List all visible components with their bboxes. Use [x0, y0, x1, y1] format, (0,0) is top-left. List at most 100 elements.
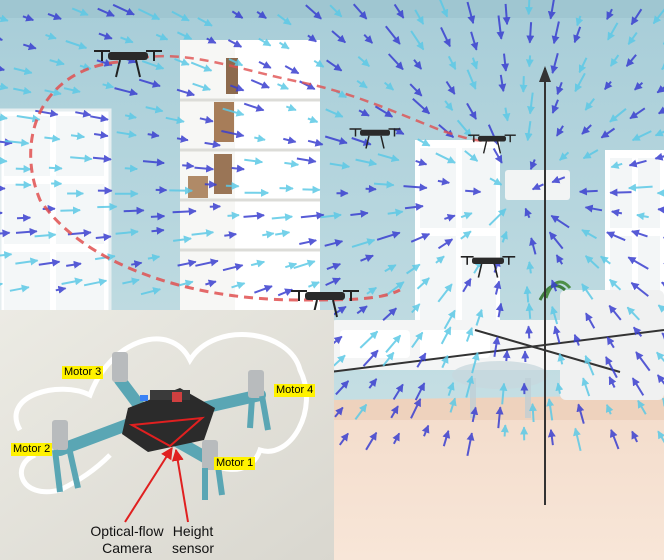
- vector-arrow: [278, 41, 290, 50]
- vector-arrow: [636, 212, 649, 221]
- vector-arrow: [176, 134, 189, 143]
- board-outline-annotation: [128, 416, 206, 448]
- vector-arrow: [410, 233, 431, 243]
- vector-arrow: [98, 32, 113, 40]
- vector-arrow: [609, 54, 620, 67]
- vector-arrow: [368, 378, 378, 389]
- coffee-table: [452, 361, 548, 418]
- vector-arrow: [258, 61, 272, 69]
- vector-arrow: [48, 164, 63, 173]
- vector-arrow: [525, 302, 534, 319]
- vector-arrow: [329, 4, 343, 18]
- vector-arrow: [283, 136, 297, 145]
- vector-arrow: [120, 35, 134, 44]
- vector-arrow: [0, 156, 8, 165]
- vector-arrow: [470, 31, 479, 51]
- vector-arrow: [435, 152, 456, 164]
- vector-arrow: [374, 105, 394, 118]
- vector-arrow: [631, 229, 648, 238]
- vector-arrow: [275, 229, 291, 238]
- vector-arrow: [204, 140, 221, 149]
- vector-arrow: [123, 206, 145, 215]
- vector-arrow: [299, 237, 317, 246]
- vector-arrow: [71, 7, 89, 16]
- vector-arrow: [466, 1, 476, 24]
- vector-arrow: [151, 226, 165, 235]
- vector-arrow: [632, 326, 643, 337]
- vector-arrow: [392, 383, 404, 401]
- vector-arrow: [115, 228, 139, 237]
- vector-arrow: [359, 330, 379, 349]
- vector-arrow: [403, 183, 428, 192]
- vector-arrow: [277, 82, 289, 90]
- vector-arrow: [190, 61, 213, 72]
- vector-arrow: [495, 302, 504, 318]
- vector-arrow: [604, 80, 613, 91]
- vector-arrow: [92, 154, 112, 163]
- vector-arrow: [627, 256, 649, 270]
- vector-arrow: [0, 209, 3, 218]
- vector-arrow: [334, 406, 344, 418]
- vector-arrow: [55, 285, 67, 294]
- vector-arrow: [393, 3, 405, 19]
- vector-arrow: [243, 102, 265, 112]
- vector-arrow: [384, 264, 397, 273]
- height-sensor-caption: Height sensor: [156, 523, 230, 557]
- vector-arrow: [122, 277, 140, 286]
- flight-controller-board: [122, 388, 215, 452]
- vector-arrow: [277, 13, 292, 26]
- vector-arrow: [222, 107, 245, 117]
- vector-arrow: [475, 308, 484, 326]
- vector-arrow: [13, 67, 33, 76]
- vector-arrow: [357, 56, 370, 67]
- vector-arrow: [271, 213, 293, 222]
- motor-2-label: Motor 2: [11, 443, 53, 456]
- vector-arrow: [413, 59, 423, 70]
- vector-arrow: [551, 99, 560, 114]
- vector-arrow: [0, 82, 9, 91]
- vector-arrow: [414, 9, 425, 25]
- vector-arrow: [385, 25, 401, 45]
- vector-arrow: [631, 430, 639, 443]
- vector-arrow: [629, 107, 646, 120]
- vector-arrow: [15, 257, 39, 266]
- vector-arrow: [67, 229, 92, 238]
- vector-arrow: [657, 430, 664, 444]
- vector-field: [0, 0, 664, 456]
- vector-arrow: [498, 74, 507, 92]
- vector-arrow: [527, 92, 535, 115]
- vector-arrow: [231, 164, 245, 173]
- vector-arrow: [611, 208, 623, 217]
- vector-arrow: [124, 112, 137, 121]
- air-conditioner: [505, 170, 570, 200]
- vector-arrow: [492, 148, 503, 164]
- vector-arrow: [22, 13, 35, 22]
- vector-arrow: [293, 259, 316, 270]
- vector-arrow: [652, 8, 664, 25]
- vector-arrow: [356, 79, 368, 89]
- vector-arrow: [254, 284, 273, 294]
- flight-trajectory: [29, 60, 401, 302]
- vector-arrow: [362, 349, 379, 367]
- vector-arrow: [15, 227, 38, 236]
- camera-pointer: [124, 446, 173, 523]
- vector-arrow: [61, 277, 83, 286]
- vector-arrow: [0, 64, 5, 73]
- caption-line: Optical-flow: [90, 523, 164, 539]
- vector-arrow: [460, 211, 473, 220]
- vector-arrow: [502, 3, 511, 26]
- vector-arrow: [9, 284, 30, 293]
- vector-arrow: [495, 406, 504, 429]
- vector-arrow: [502, 107, 511, 122]
- motor-1-label: Motor 1: [214, 457, 256, 470]
- vector-arrow: [116, 130, 137, 139]
- vector-arrow: [528, 403, 537, 423]
- vector-arrow: [605, 356, 618, 379]
- vector-arrow: [635, 351, 651, 372]
- vector-arrow: [411, 331, 424, 348]
- vector-arrow: [412, 97, 431, 115]
- vector-arrow: [358, 108, 370, 117]
- vector-arrow: [581, 283, 594, 300]
- vector-arrow: [608, 304, 622, 321]
